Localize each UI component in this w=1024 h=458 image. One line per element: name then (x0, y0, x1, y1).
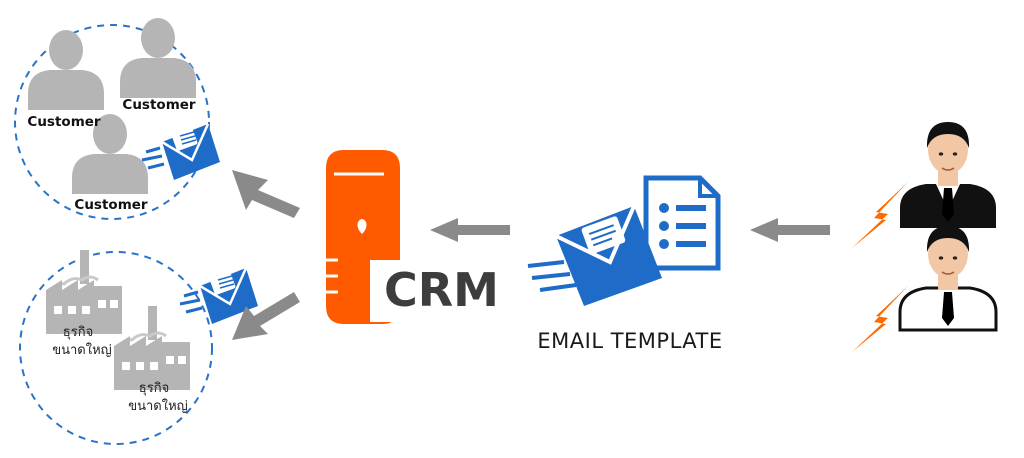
email-template-icon (527, 175, 721, 306)
business-dashed-circle (19, 251, 213, 445)
email-template-label: EMAIL TEMPLATE (537, 329, 722, 353)
business-label-line1: ธุรกิจ (63, 325, 93, 340)
server-indicator-icon (357, 219, 367, 234)
arrow-crm-to-customers (232, 170, 300, 218)
arrow-senders-to-template (750, 218, 830, 242)
arrow-crm-to-business (232, 292, 300, 340)
customer-dashed-circle (14, 24, 210, 220)
customer-label: Customer (27, 114, 101, 130)
crm-server: CRM (326, 150, 499, 324)
customer-silhouette-icon (28, 30, 104, 110)
envelope-icon (140, 122, 222, 182)
customer-group: Customer Customer Customer (14, 18, 222, 220)
customer-label: Customer (122, 97, 196, 113)
factory-icon (112, 304, 192, 392)
customer-label: Customer (74, 197, 148, 213)
businessman-icon (898, 226, 998, 332)
business-label-line2: ขนาดใหญ่ (128, 398, 188, 414)
business-group: ธุรกิจ ขนาดใหญ่ ธุรกิจ ขนาดใหญ่ (19, 248, 260, 445)
business-label-line1: ธุรกิจ (139, 381, 169, 396)
crm-label: CRM (384, 263, 499, 317)
businessman-icon (899, 121, 997, 229)
business-label-line2: ขนาดใหญ่ (52, 342, 112, 358)
arrow-template-to-crm (430, 218, 510, 242)
sender-group (852, 121, 998, 352)
factory-icon (44, 248, 124, 336)
lightning-icon (852, 182, 908, 248)
